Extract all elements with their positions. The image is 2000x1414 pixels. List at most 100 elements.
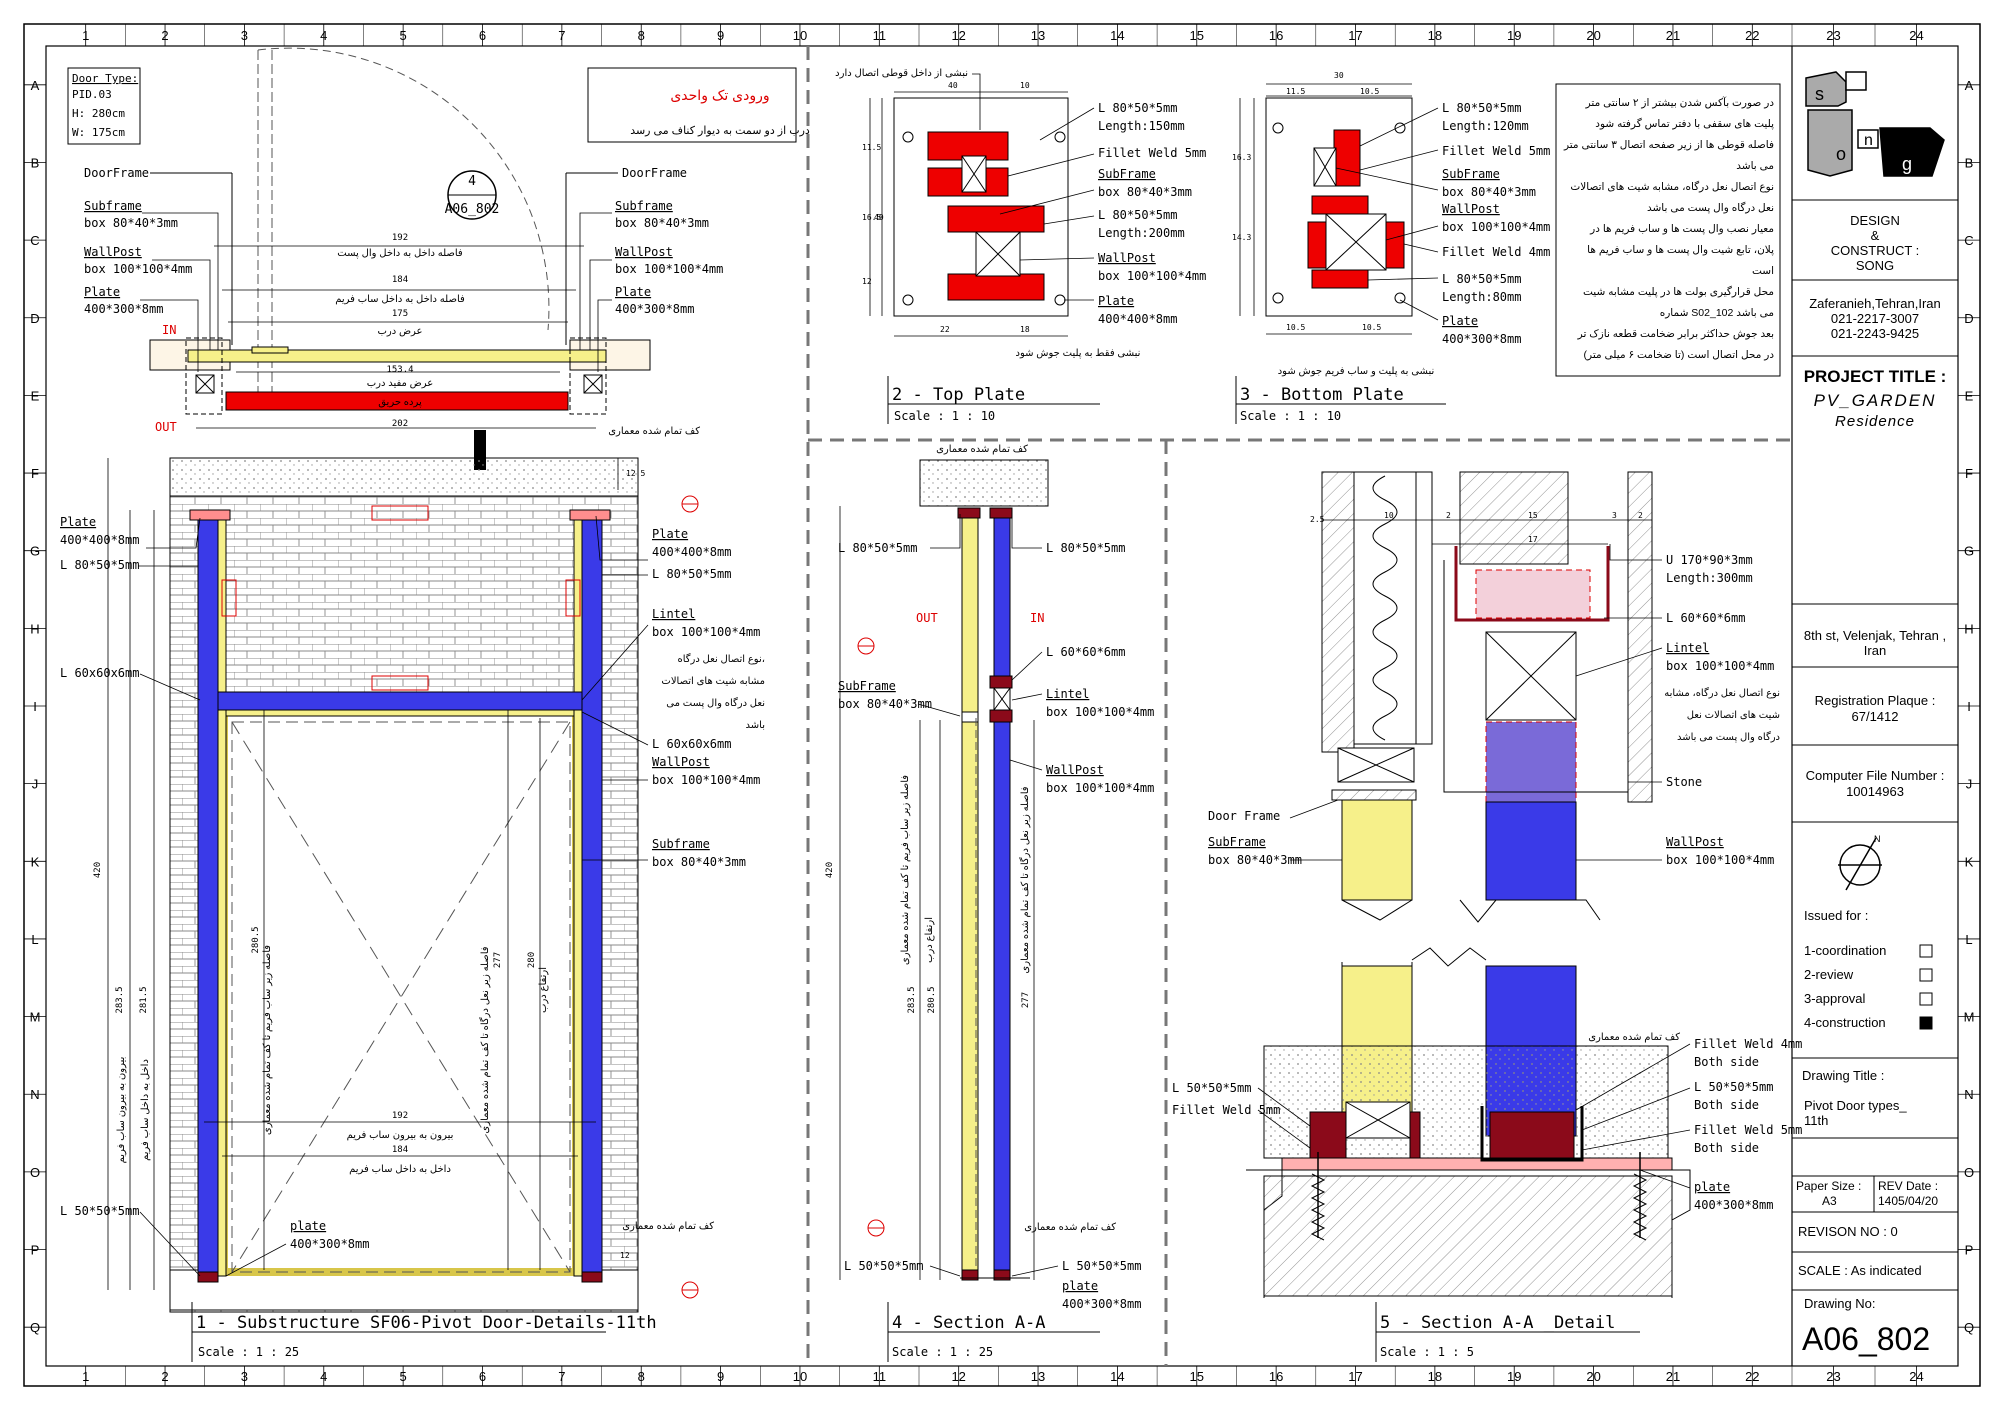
grid-row-label: D: [1964, 311, 1973, 326]
dim-202: 202: [392, 419, 408, 429]
bp-l1b: Length:120mm: [1442, 119, 1529, 133]
grid-row-label: A: [31, 78, 40, 93]
viewport-dividers: [806, 46, 1792, 1366]
fa-door-width: عرض درب: [377, 326, 422, 337]
fa-fire-curtain: پرده حریق: [378, 397, 422, 408]
tb-design-4: SONG: [1856, 258, 1894, 273]
elev-fa-v4: فاصله زیر نعل درگاه تا کف تمام شده معمار…: [479, 946, 491, 1133]
sd-u-len: Length:300mm: [1666, 571, 1753, 585]
tb-project-label: PROJECT TITLE :: [1804, 367, 1947, 386]
bp-scale: Scale : 1 : 10: [1240, 409, 1341, 423]
plan-view: 4 A06_802 192 فاصله داخل به داخل وال پست…: [84, 47, 723, 470]
sd-fw4: Fillet Weld 4mm: [1694, 1037, 1802, 1051]
tp-note-top: نبشی از داخل قوطی اتصال دارد: [835, 68, 968, 79]
grid-row-label: B: [1965, 155, 1974, 170]
tp-dim-0: 40: [948, 81, 958, 90]
elev-dim-2815: 281.5: [139, 986, 149, 1013]
checkbox-construction[interactable]: [1919, 1016, 1933, 1030]
north-arrow-icon: N: [1838, 834, 1882, 891]
plan-doorframe-right: DoorFrame: [622, 166, 687, 180]
elev-fa-v2: داخل به داخل ساب فریم: [140, 1059, 151, 1161]
issue-checkboxes[interactable]: [1919, 944, 1933, 1030]
sd-lintel-v: box 100*100*4mm: [1666, 659, 1774, 673]
grid-row-label: J: [32, 777, 39, 792]
tb-drawing-no-label: Drawing No:: [1804, 1296, 1876, 1311]
sd-dim-2: 2: [1446, 511, 1451, 520]
elev-dim-125: 12.5: [626, 469, 645, 478]
sa-l-right: L 80*50*5mm: [1046, 541, 1125, 555]
grid-row-label: N: [30, 1087, 39, 1102]
section-detail-view: 2.5 10 2 15 3 2 17 U 170*90*3mm Length:3…: [1172, 471, 1802, 1362]
tb-issue-3: 3-approval: [1804, 991, 1866, 1006]
tb-drawing-no: A06_802: [1802, 1321, 1930, 1357]
grid-row-label: C: [1964, 233, 1973, 248]
tb-site-address-2: Iran: [1864, 643, 1886, 658]
dim-1534: 153.4: [386, 365, 413, 375]
sd-door-frame: Door Frame: [1208, 809, 1280, 823]
plan-wallpost-v-r: box 100*100*4mm: [615, 262, 723, 276]
sa-l-br: L 50*50*5mm: [1062, 1259, 1141, 1273]
grid-row-label: B: [31, 155, 40, 170]
tb-file-number-value: 10014963: [1846, 784, 1904, 799]
elev-title: 1 - Substructure SF06-Pivot Door-Details…: [196, 1313, 657, 1333]
tp-dim-2: 11.5: [862, 143, 881, 152]
tp-l1: L 80*50*5mm: [1098, 101, 1177, 115]
tb-issued-for: Issued for :: [1804, 908, 1868, 923]
plan-doorframe-left: DoorFrame: [84, 166, 149, 180]
sd-stone: Stone: [1666, 775, 1702, 789]
tp-l2b: Length:200mm: [1098, 226, 1185, 240]
tb-rev-date-label: REV Date :: [1878, 1179, 1938, 1193]
tp-dim-3: 16.5: [862, 213, 881, 222]
tb-issue-2: 2-review: [1804, 967, 1854, 982]
elev-angle-r: L 80*50*5mm: [652, 567, 731, 581]
tb-drawing-title-1: Pivot Door types_: [1804, 1098, 1907, 1113]
door-type-height: H: 280cm: [72, 107, 125, 120]
grid-row-label: O: [30, 1165, 40, 1180]
elev-lintel-note-3: نعل درگاه وال پست می: [666, 697, 765, 709]
fa-clear-width: عرض مفید درب: [367, 378, 434, 389]
bp-sub-v: box 80*40*3mm: [1442, 185, 1536, 199]
grid-row-label: M: [30, 1010, 41, 1025]
bp-fw1: Fillet Weld 5mm: [1442, 144, 1550, 158]
plan-fa-finish-floor: کف تمام شده معماری: [608, 426, 700, 437]
tb-project-name-1: PV_GARDEN: [1814, 391, 1937, 410]
sd-wp-v: box 100*100*4mm: [1666, 853, 1774, 867]
elev-wallpost-t: WallPost: [652, 755, 710, 769]
sd-sub-t: SubFrame: [1208, 835, 1266, 849]
checkbox-review[interactable]: [1919, 968, 1933, 982]
sa-out: OUT: [916, 611, 938, 625]
checkbox-approval[interactable]: [1919, 992, 1933, 1006]
sd-u: U 170*90*3mm: [1666, 553, 1753, 567]
elev-lintel-note-2: مشابه شیت های اتصالات: [661, 676, 765, 687]
elev-angle-50: L 50*50*5mm: [60, 1204, 139, 1218]
sd-note-1: نوع اتصال نعل درگاه، مشابه: [1664, 687, 1780, 699]
sd-scale: Scale : 1 : 5: [1380, 1345, 1474, 1359]
sa-title: 4 - Section A-A: [892, 1313, 1046, 1333]
sd-l50r: L 50*50*5mm: [1694, 1080, 1773, 1094]
checkbox-coordination[interactable]: [1919, 944, 1933, 958]
grid-row-label: F: [1965, 466, 1973, 481]
sd-l50l: L 50*50*5mm: [1172, 1081, 1251, 1095]
tb-registration-value: 67/1412: [1852, 709, 1899, 724]
tp-dim-6: 22: [940, 325, 950, 334]
elev-lintel-v: box 100*100*4mm: [652, 625, 760, 639]
general-note-line: شماره S02_102 می باشد: [1660, 307, 1774, 319]
sd-dim-1: 10: [1384, 511, 1394, 520]
dim-175: 175: [392, 309, 408, 319]
plan-subframe-v-r: box 80*40*3mm: [615, 216, 709, 230]
elev-fa-v1: بیرون به بیرون ساب فریم: [116, 1057, 127, 1164]
elevation-view: Plate 400*400*8mm L 80*50*5mm L 60x60x6m…: [60, 457, 765, 1362]
elev-subframe-v: box 80*40*3mm: [652, 855, 746, 869]
elev-fa-v5: ارتفاع درب: [538, 967, 549, 1013]
tb-design-1: DESIGN: [1850, 213, 1900, 228]
elev-plate-t: Plate: [60, 515, 96, 529]
door-type-box: Door Type: PID.03 H: 280cm W: 175cm: [67, 67, 141, 145]
bp-title: 3 - Bottom Plate: [1240, 385, 1404, 405]
sd-lintel-t: Lintel: [1666, 641, 1709, 655]
fa-sub-inside: فاصله داخل به داخل ساب فریم: [335, 294, 465, 305]
elev-plate-r-v: 400*400*8mm: [652, 545, 731, 559]
elev-fa-v3: فاصله زیر ساب فریم تا کف تمام شده معماری: [262, 945, 273, 1135]
grid-row-label: Q: [1964, 1320, 1974, 1335]
elev-dim-12: 12: [620, 1251, 630, 1260]
sa-lintel-t: Lintel: [1046, 687, 1089, 701]
